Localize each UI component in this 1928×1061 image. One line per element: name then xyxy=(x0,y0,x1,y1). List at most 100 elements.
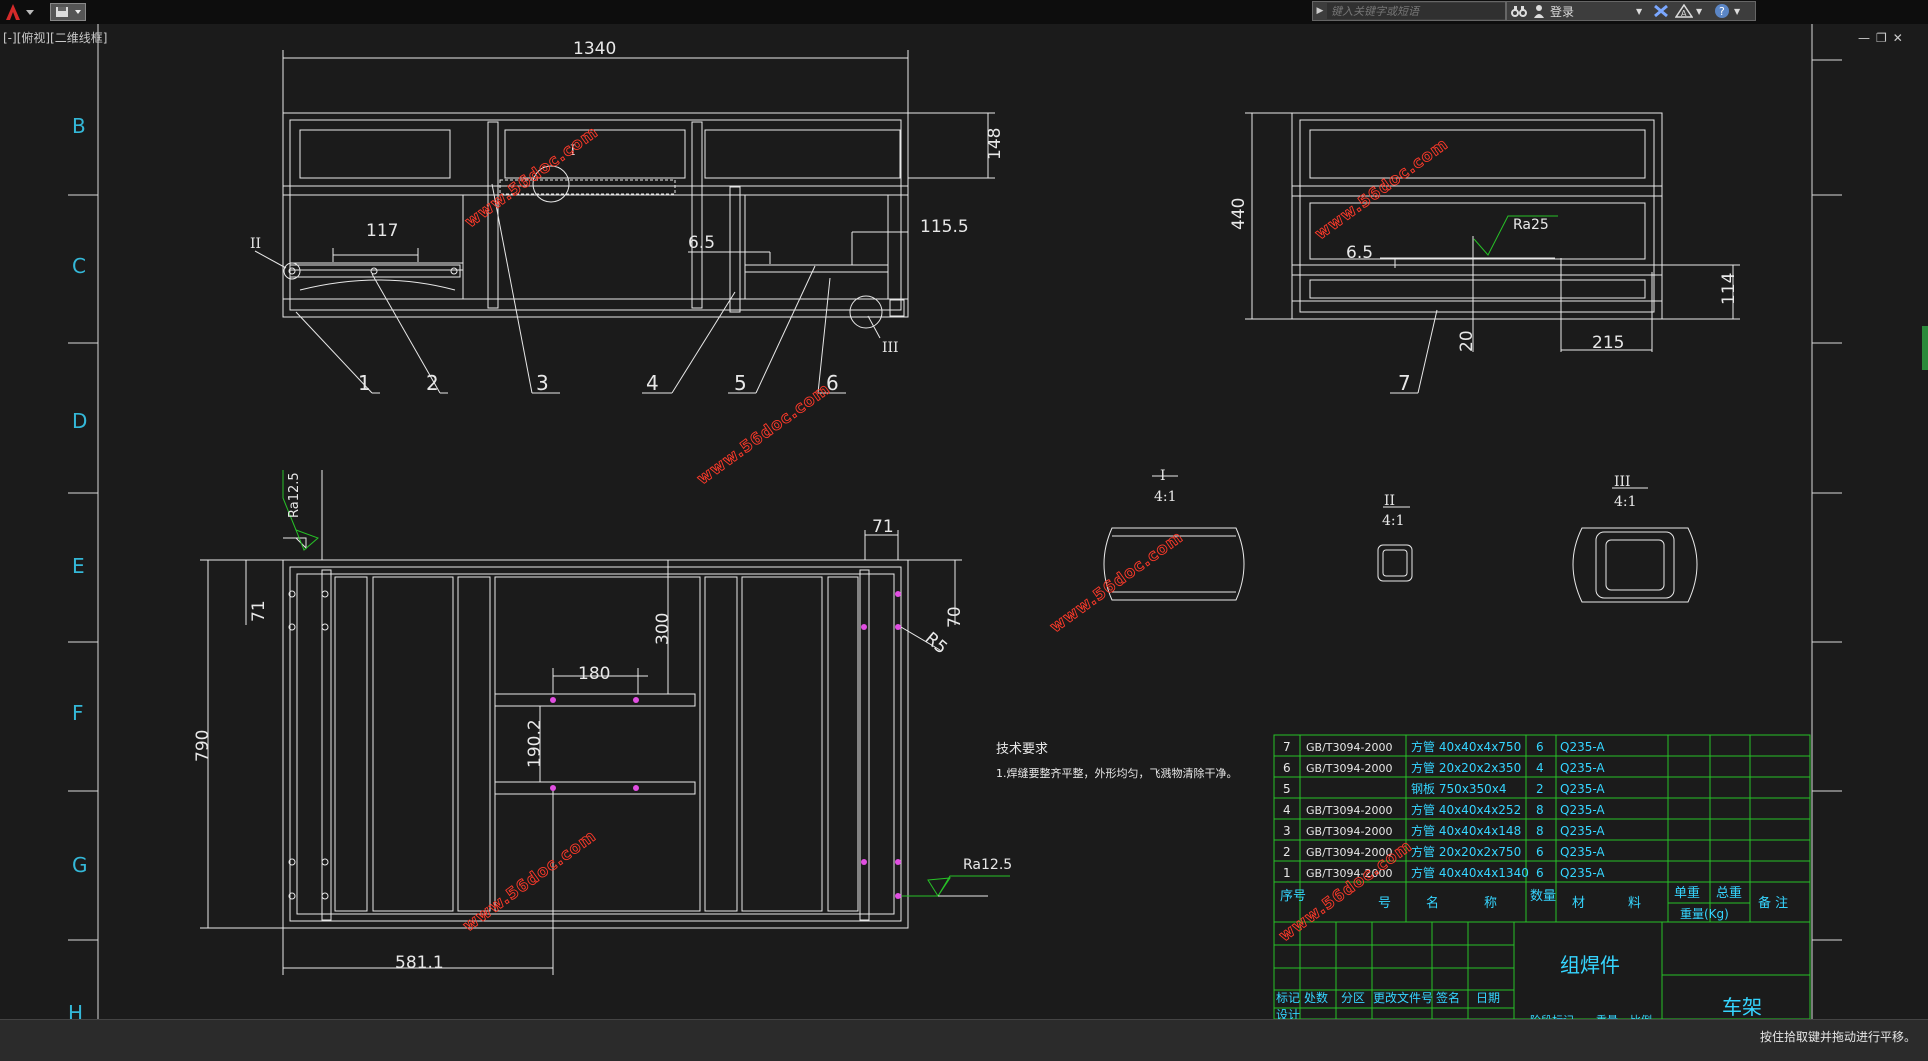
zone-label-c: C xyxy=(72,254,86,278)
bom-cell-desc: 方管 40x40x4x750 xyxy=(1411,739,1521,754)
user-icon[interactable] xyxy=(1531,2,1547,20)
part-number-1: 1 xyxy=(358,371,371,395)
detail-iii-title: III xyxy=(1614,474,1631,490)
bom-cell-no: 4 xyxy=(1283,803,1291,817)
dropdown-icon[interactable]: ▼ xyxy=(1696,6,1703,16)
search-box[interactable]: ▶ xyxy=(1312,1,1506,21)
search-input[interactable] xyxy=(1327,3,1505,19)
tb-label-change-doc: 更改文件号 xyxy=(1373,990,1433,1005)
bom-cell-desc: 方管 40x40x4x1340 xyxy=(1411,865,1529,880)
zone-label-f: F xyxy=(72,701,84,725)
bom-header-no: 序号 xyxy=(1280,889,1306,904)
bom-cell-no: 6 xyxy=(1283,761,1291,775)
bom-cell-qty: 6 xyxy=(1536,866,1544,880)
autocad-logo-icon xyxy=(6,4,34,20)
watermark: www.56doc.com xyxy=(459,826,599,935)
bom-cell-mat: Q235-A xyxy=(1560,824,1605,838)
detail-views xyxy=(1103,475,1698,603)
svg-text:A: A xyxy=(1681,9,1687,18)
bom-cell-desc: 方管 20x20x2x350 xyxy=(1411,760,1521,775)
dim-215: 215 xyxy=(1592,333,1624,353)
dim-6-5-side: 6.5 xyxy=(1346,243,1373,263)
tb-label-mark: 标记 xyxy=(1276,991,1300,1005)
product-title: 车架 xyxy=(1722,995,1762,1019)
dim-114: 114 xyxy=(1719,273,1739,305)
bom-header-total-weight: 总重 xyxy=(1716,885,1742,901)
roughness-ra25: Ra25 xyxy=(1513,217,1549,233)
bom-header-name2: 称 xyxy=(1484,896,1497,911)
dim-581-1: 581.1 xyxy=(395,953,444,973)
dim-440: 440 xyxy=(1229,198,1249,230)
bom-header-mat2: 料 xyxy=(1628,896,1641,911)
detail-ii-scale: 4:1 xyxy=(1382,513,1405,529)
part-number-6: 6 xyxy=(826,371,839,395)
detail-mark-ii: II xyxy=(250,236,261,252)
status-bar: 按住拾取键并拖动进行平移。 xyxy=(0,1019,1928,1061)
part-number-3: 3 xyxy=(536,371,549,395)
tb-label-sign: 签名 xyxy=(1436,990,1460,1005)
dim-r5: R5 xyxy=(921,629,951,659)
bom-cell-mat: Q235-A xyxy=(1560,845,1605,859)
detail-i-scale: 4:1 xyxy=(1154,489,1177,505)
title-bar: ▶ 登录 ▼ A ▼ ? ▼ xyxy=(0,0,1928,24)
dim-190-2: 190.2 xyxy=(525,719,545,768)
bom-cell-std: GB/T3094-2000 xyxy=(1306,762,1392,775)
dim-180: 180 xyxy=(578,664,610,684)
login-dropdown-icon[interactable]: ▼ xyxy=(1636,6,1643,16)
detail-iii-scale: 4:1 xyxy=(1614,494,1637,510)
viewport-controls-label[interactable]: [-][俯视][二维线框] xyxy=(3,31,108,45)
help-icon[interactable]: ? xyxy=(1710,2,1734,20)
close-icon[interactable]: ✕ xyxy=(1892,31,1909,45)
watermark: www.56doc.com xyxy=(461,122,601,231)
bom-cell-mat: Q235-A xyxy=(1560,740,1605,754)
tb-label-count: 处数 xyxy=(1304,990,1328,1005)
bom-header-mat: 材 xyxy=(1572,896,1585,911)
minimize-icon[interactable]: — xyxy=(1858,31,1876,45)
dim-71-top: 71 xyxy=(872,517,894,537)
dim-70: 70 xyxy=(945,606,965,628)
detail-mark-i: I xyxy=(570,143,576,159)
exchange-icon[interactable] xyxy=(1650,2,1672,20)
dim-71-left: 71 xyxy=(249,600,269,622)
bom-cell-no: 2 xyxy=(1283,845,1291,859)
bom-header-qty: 数量 xyxy=(1530,889,1556,904)
part-number-5: 5 xyxy=(734,371,747,395)
dim-1340: 1340 xyxy=(573,39,616,59)
login-button[interactable]: 登录 xyxy=(1550,4,1575,19)
quick-access-toolbar-button[interactable] xyxy=(50,3,86,21)
search-expand-icon[interactable]: ▶ xyxy=(1316,6,1324,16)
bom-cell-desc: 钢板 750x350x4 xyxy=(1411,782,1506,796)
dim-6-5-front: 6.5 xyxy=(688,233,715,253)
zone-label-d: D xyxy=(72,409,87,433)
restore-icon[interactable]: ❐ xyxy=(1876,31,1893,45)
status-message: 按住拾取键并拖动进行平移。 xyxy=(1759,1030,1916,1044)
bom-cell-no: 1 xyxy=(1283,866,1291,880)
part-number-2: 2 xyxy=(426,371,439,395)
tech-req-item: 1.焊缝要整齐平整，外形均匀，飞溅物清除干净。 xyxy=(996,766,1238,780)
bom-cell-qty: 2 xyxy=(1536,782,1544,796)
infocenter-toolbar: 登录 ▼ A ▼ ? ▼ xyxy=(1506,1,1756,21)
dim-20: 20 xyxy=(1457,330,1477,352)
binoculars-icon[interactable] xyxy=(1507,2,1531,20)
bom-cell-desc: 方管 20x20x2x750 xyxy=(1411,844,1521,859)
bom-cell-std: GB/T3094-2000 xyxy=(1306,804,1392,817)
side-panel-tab[interactable] xyxy=(1922,326,1928,370)
bom-header-unit-weight: 单重 xyxy=(1674,885,1700,901)
drawing-canvas[interactable]: B C D E F G H xyxy=(0,24,1928,1060)
bom-cell-std: GB/T3094-2000 xyxy=(1306,741,1392,754)
stay-connected-icon[interactable]: A xyxy=(1672,2,1696,20)
bom-cell-qty: 8 xyxy=(1536,803,1544,817)
detail-mark-iii: III xyxy=(882,340,899,356)
tech-req-title: 技术要求 xyxy=(996,742,1048,757)
watermark: www.56doc.com xyxy=(1311,134,1451,243)
application-menu-button[interactable] xyxy=(2,1,40,23)
bom-cell-desc: 方管 40x40x4x252 xyxy=(1411,802,1521,817)
help-dropdown-icon[interactable]: ▼ xyxy=(1734,6,1741,16)
assembly-title: 组焊件 xyxy=(1560,953,1620,977)
bom-cell-mat: Q235-A xyxy=(1560,866,1605,880)
top-view-corner-holes xyxy=(288,590,329,900)
bom-header-code: 号 xyxy=(1378,896,1391,911)
drawing-window-controls: —❐✕ xyxy=(1858,31,1909,45)
front-view xyxy=(254,50,995,394)
bom-cell-mat: Q235-A xyxy=(1560,782,1605,796)
